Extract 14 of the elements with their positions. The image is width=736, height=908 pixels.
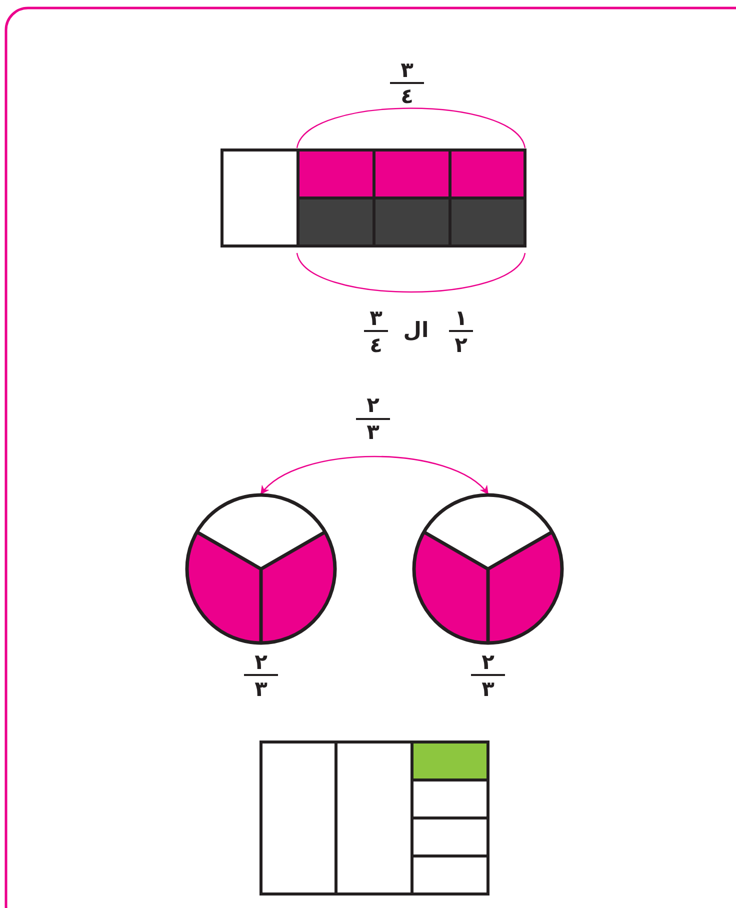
double-arrow (260, 456, 489, 495)
numerator: ٣ (370, 307, 382, 329)
denominator: ٣ (254, 678, 268, 700)
denominator: ٢ (454, 334, 468, 356)
numerator: ٣ (400, 59, 414, 81)
denominator: ٤ (400, 85, 414, 107)
numerator: ٢ (366, 394, 380, 416)
denominator: ٤ (370, 334, 382, 356)
numerator: ٢ (482, 651, 494, 673)
word-text: ال (403, 319, 429, 341)
denominator: ٣ (366, 421, 380, 443)
numerator: ٢ (254, 651, 268, 673)
denominator: ٣ (482, 678, 494, 700)
numerator: ١ (454, 307, 468, 329)
